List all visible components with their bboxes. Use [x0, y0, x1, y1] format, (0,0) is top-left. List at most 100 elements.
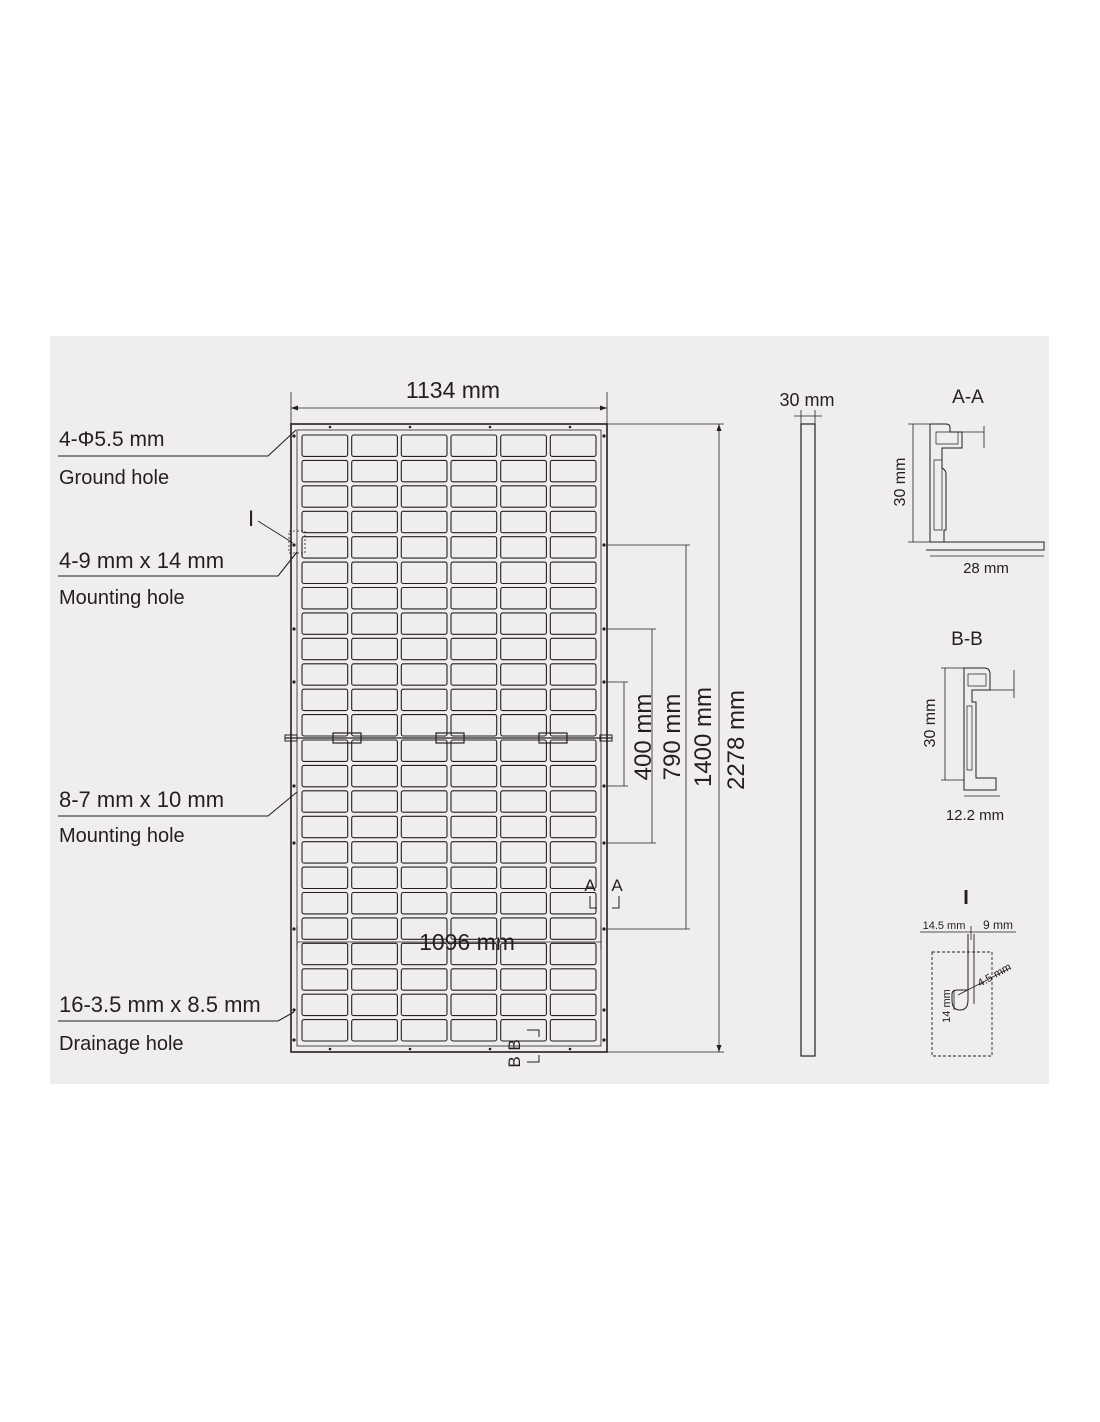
solar-cell — [500, 764, 547, 788]
solar-cell — [500, 586, 547, 610]
section-aa-title: A-A — [952, 387, 984, 408]
callout-desc-drainage: Drainage hole — [59, 1033, 184, 1055]
solar-cell — [400, 663, 448, 686]
solar-cell — [351, 561, 398, 585]
solar-cell — [301, 993, 349, 1017]
solar-cell — [301, 790, 349, 813]
cable-connector — [599, 734, 613, 742]
solar-cell — [450, 459, 498, 483]
solar-cell — [500, 815, 547, 839]
solar-cell — [400, 790, 448, 813]
junction-box — [332, 732, 362, 744]
solar-cell — [351, 968, 398, 991]
solar-cell — [450, 739, 498, 762]
solar-cell — [500, 739, 547, 762]
solar-cell — [549, 485, 597, 508]
solar-cell — [500, 917, 547, 940]
solar-cell — [450, 536, 498, 559]
junction-box — [538, 732, 568, 744]
frame-hole — [292, 434, 296, 438]
solar-cell — [450, 688, 498, 712]
side-thickness-label: 30 mm — [779, 390, 834, 410]
solar-cell-grid — [301, 434, 597, 1042]
solar-cell — [500, 510, 547, 534]
solar-cell — [500, 688, 547, 712]
solar-cell — [450, 510, 498, 534]
inner-width-label: 1096 mm — [419, 929, 515, 955]
solar-cell — [450, 942, 498, 966]
detail-i-left-label: 14.5 mm — [923, 920, 966, 932]
solar-cell — [400, 714, 448, 737]
solar-cell — [351, 764, 398, 788]
solar-cell — [400, 485, 448, 508]
solar-cell — [500, 891, 547, 915]
frame-hole — [602, 1038, 606, 1042]
solar-cell — [301, 459, 349, 483]
width-dimension: 1134 mm — [290, 377, 608, 424]
drainage-hole — [568, 425, 572, 429]
section-aa-height: 30 mm — [892, 458, 909, 507]
dim-2278-label: 2278 mm — [723, 690, 750, 790]
solar-cell — [351, 942, 398, 966]
callout-spec-mounting-1: 4-9 mm x 14 mm — [59, 548, 224, 573]
solar-cell — [400, 968, 448, 991]
dim-1400-label: 1400 mm — [690, 687, 717, 787]
solar-cell — [549, 561, 597, 585]
solar-cell — [301, 739, 349, 762]
section-aa-width: 28 mm — [963, 560, 1009, 577]
solar-cell — [351, 714, 398, 737]
solar-cell — [549, 714, 597, 737]
cable-connector — [284, 734, 298, 742]
frame-hole — [602, 927, 606, 931]
solar-cell — [301, 1019, 349, 1042]
solar-cell — [301, 586, 349, 610]
drainage-hole — [328, 425, 332, 429]
dim-790-label: 790 mm — [659, 694, 686, 781]
width-label: 1134 mm — [406, 377, 500, 403]
solar-cell — [351, 485, 398, 508]
solar-cell — [450, 891, 498, 915]
section-a-right: A — [611, 876, 623, 895]
solar-cell — [549, 993, 597, 1017]
solar-cell — [351, 739, 398, 762]
solar-cell — [400, 561, 448, 585]
callout-spec-ground: 4-Φ5.5 mm — [59, 428, 164, 451]
solar-cell — [500, 790, 547, 813]
solar-cell — [500, 485, 547, 508]
callouts: 4-Φ5.5 mm Ground hole I 4-9 mm x 14 mm M… — [58, 428, 298, 1055]
junction-box-row — [284, 732, 613, 744]
section-aa: A-A 30 mm 28 mm — [892, 387, 1045, 577]
frame-hole — [292, 680, 296, 684]
solar-cell — [450, 485, 498, 508]
solar-cell — [549, 942, 597, 966]
solar-cell — [301, 968, 349, 991]
solar-cell — [400, 688, 448, 712]
solar-cell — [351, 866, 398, 890]
solar-cell — [549, 586, 597, 610]
drainage-hole — [568, 1047, 572, 1051]
solar-cell — [450, 612, 498, 635]
solar-cell — [549, 841, 597, 864]
solar-cell — [301, 841, 349, 864]
solar-cell — [400, 942, 448, 966]
solar-cell — [549, 1019, 597, 1042]
solar-cell — [549, 637, 597, 661]
solar-cell — [500, 663, 547, 686]
section-bb-height: 30 mm — [922, 699, 939, 748]
callout-spec-drainage: 16-3.5 mm x 8.5 mm — [59, 992, 261, 1017]
solar-cell — [500, 561, 547, 585]
solar-cell — [400, 739, 448, 762]
solar-cell — [351, 612, 398, 635]
solar-cell — [301, 612, 349, 635]
solar-cell — [400, 536, 448, 559]
solar-cell — [351, 510, 398, 534]
solar-cell — [400, 612, 448, 635]
frame-hole — [292, 841, 296, 845]
callout-desc-mounting-1: Mounting hole — [59, 587, 185, 609]
solar-cell — [549, 815, 597, 839]
frame-hole — [602, 680, 606, 684]
drainage-hole — [408, 425, 412, 429]
solar-cell — [301, 663, 349, 686]
solar-cell — [351, 637, 398, 661]
